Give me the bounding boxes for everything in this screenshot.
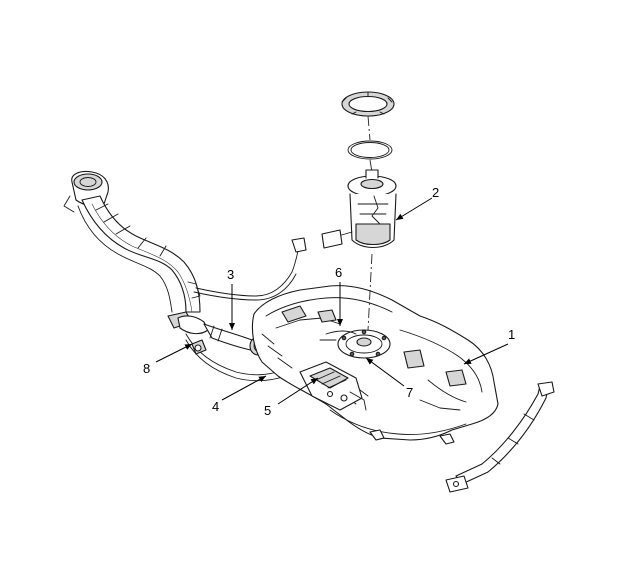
fuel-pump-module	[321, 91, 397, 331]
callout-6: 6	[335, 265, 343, 280]
leader-7	[365, 357, 405, 387]
filler-neck-assembly	[63, 170, 209, 335]
leader-1	[463, 343, 509, 365]
leader-4	[221, 375, 267, 401]
callout-5: 5	[264, 403, 272, 418]
vapor-tube-bracket	[187, 237, 307, 301]
tank-strap	[445, 381, 555, 493]
callout-7: 7	[406, 385, 414, 400]
canister	[299, 361, 367, 411]
callout-3: 3	[227, 267, 235, 282]
pump-mounting-flange	[319, 329, 391, 359]
callout-1: 1	[508, 327, 516, 342]
leader-8	[155, 343, 193, 363]
callout-8: 8	[143, 361, 151, 376]
callout-4: 4	[212, 399, 220, 414]
leader-2	[395, 197, 433, 221]
callout-leaders	[155, 197, 509, 405]
fuel-feed-lines	[185, 333, 325, 382]
fuel-tank	[251, 285, 499, 445]
leader-5	[277, 377, 319, 405]
callout-2: 2	[432, 185, 440, 200]
